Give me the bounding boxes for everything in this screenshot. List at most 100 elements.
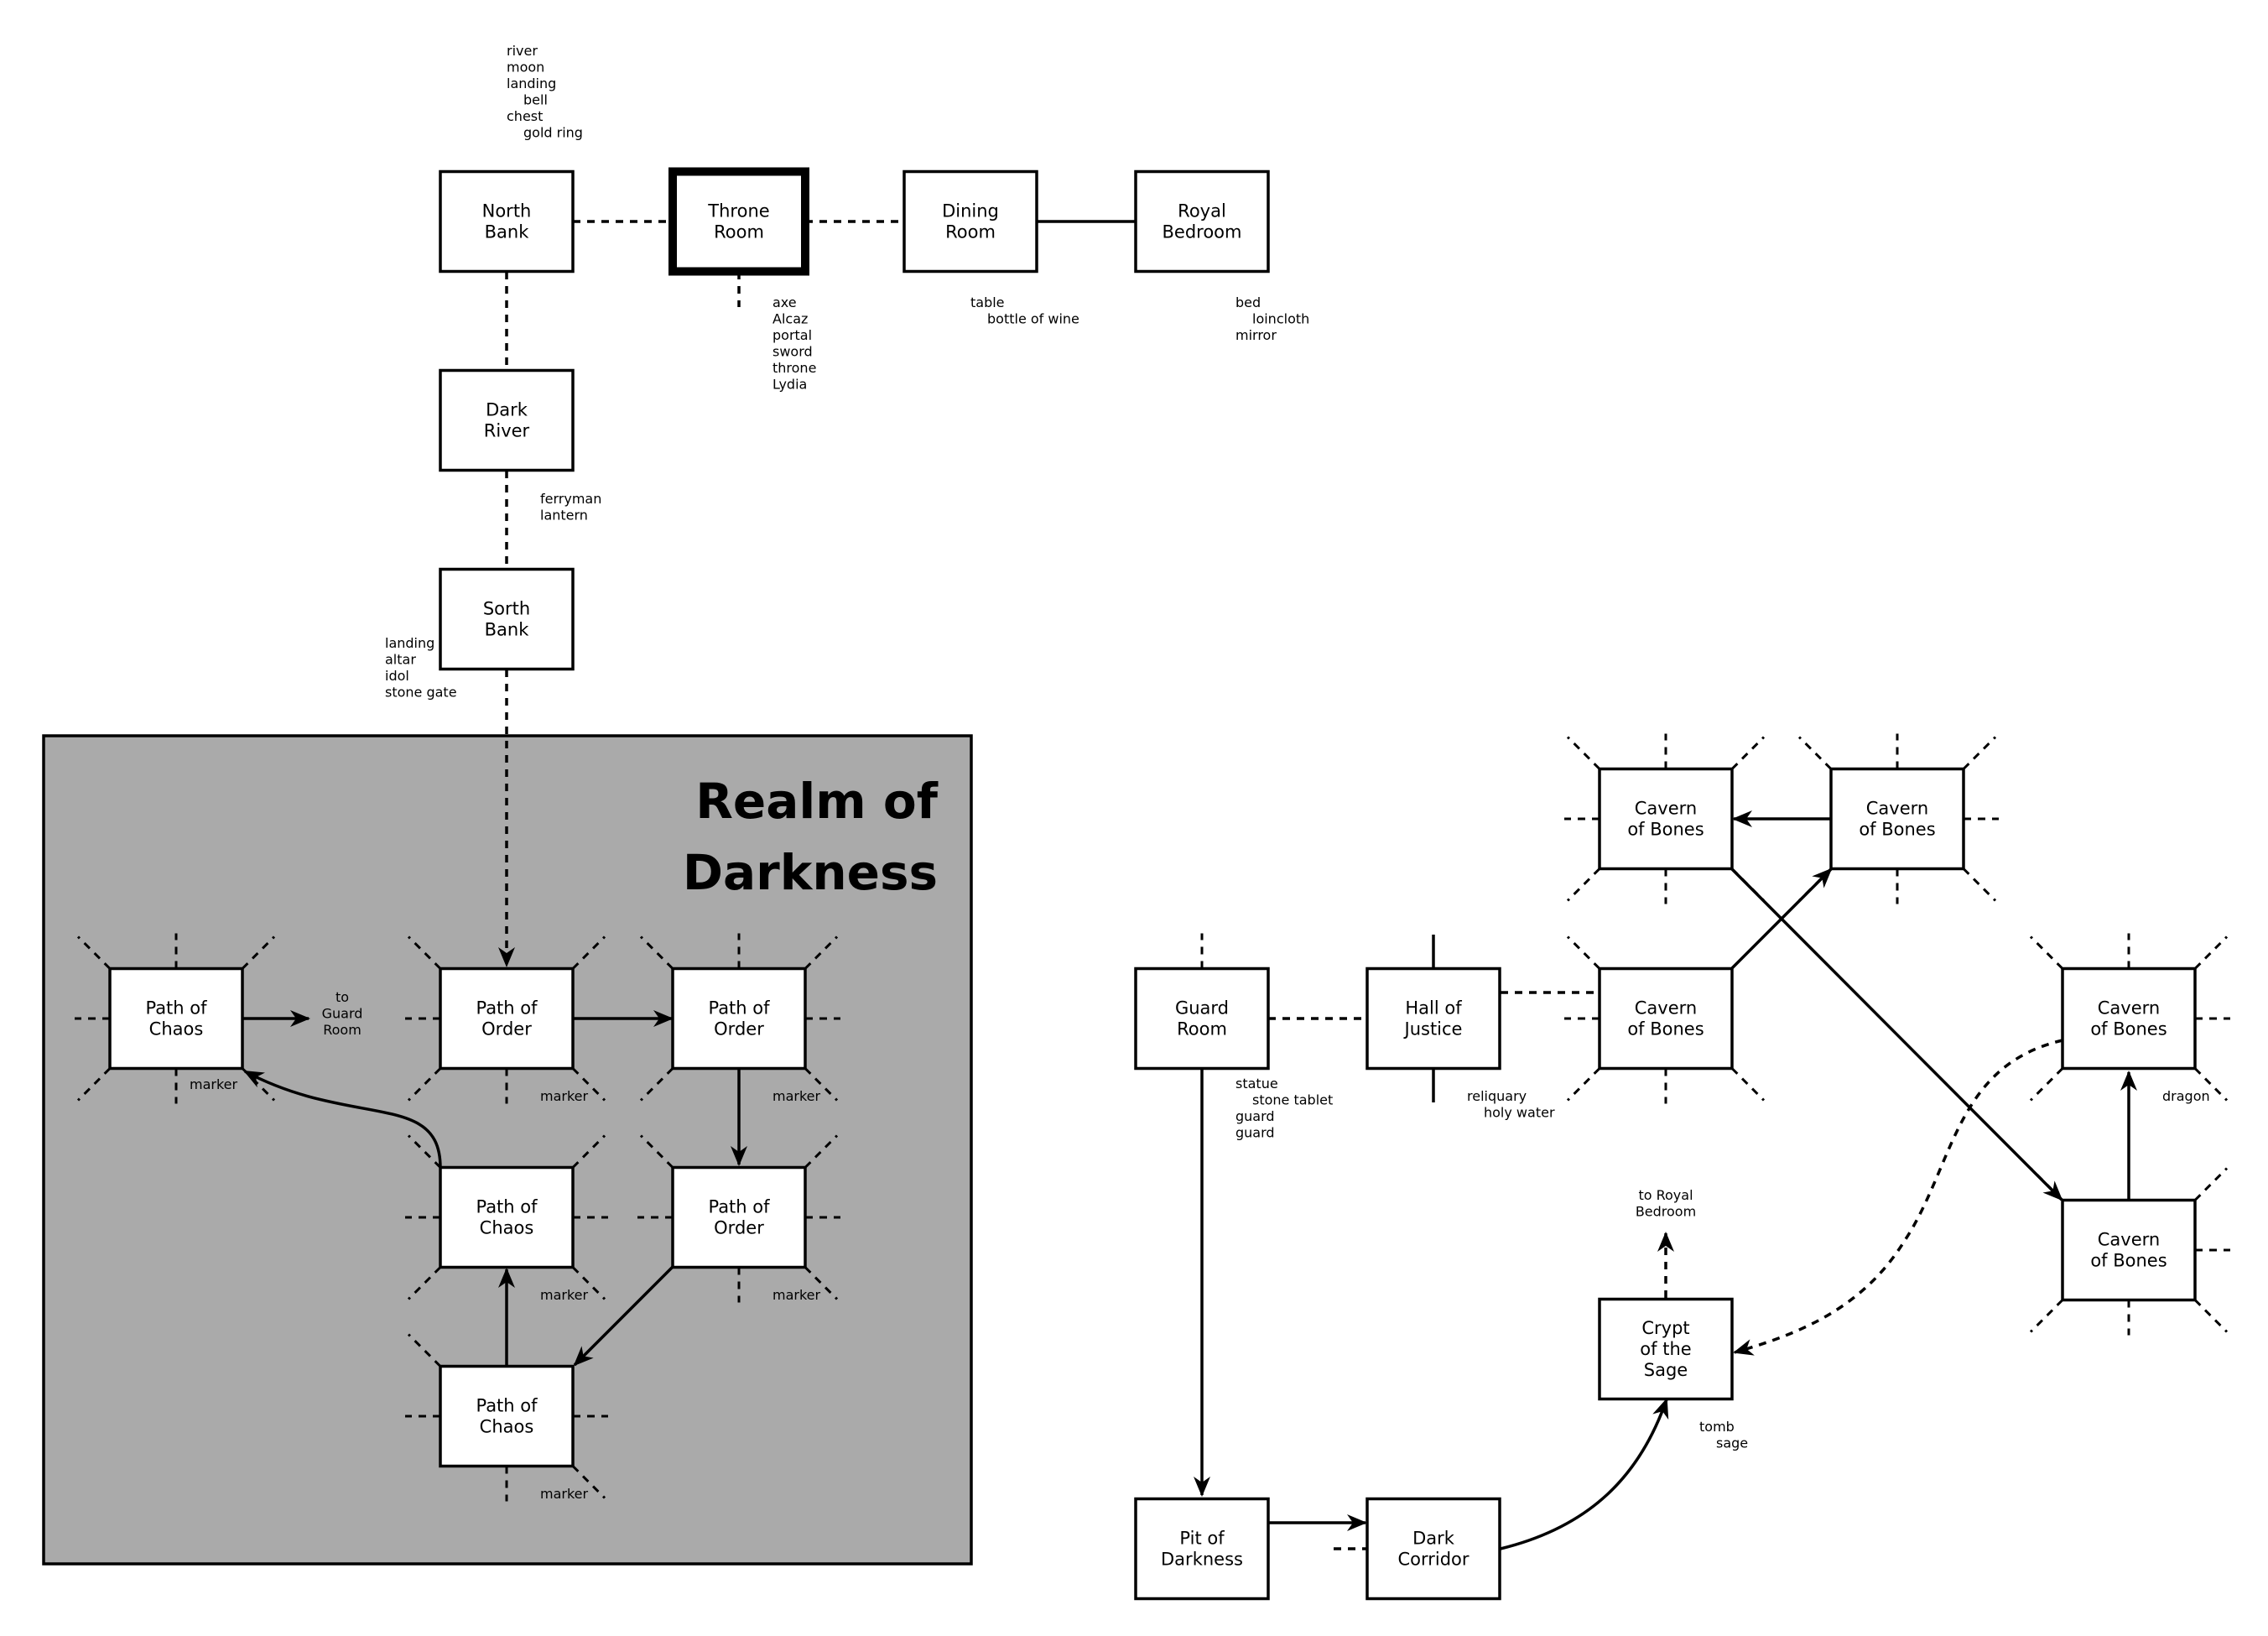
room-box [1598,767,1734,871]
edge-cavernd-crypt [1733,1039,2063,1356]
room-box [439,1165,575,1269]
exit-stub-cavern_e-ne [2193,1167,2229,1201]
room-label-line: Royal [1178,201,1226,221]
item-chaos-1: marker [190,1076,238,1092]
room-label-line: Throne [707,201,769,221]
room-label-line: Dark [1412,1529,1455,1549]
exit-stub-chaos_1-ne [241,935,276,970]
room-label-line: Path of [708,1197,770,1217]
room-label-line: Cavern [1635,799,1697,819]
item-hall-of-justice: reliquary [1467,1088,1527,1104]
room-box [1134,169,1270,274]
exit-label-to-guard-room: Room [323,1022,362,1038]
item-north-bank: moon [507,60,544,76]
exit-stub-chaos_2-sw [407,1266,442,1300]
exit-stub-chaos_2-se [571,1266,606,1300]
exit-stub-cavern_c-sw [1566,1067,1601,1102]
exit-stub-chaos_2-ne [571,1134,606,1169]
exit-stub-order_1-ne [571,935,606,970]
item-royal-bedroom: loincloth [1252,311,1309,327]
room-label-line: Bedroom [1163,222,1242,242]
room-box [2061,1198,2197,1302]
room-label-line: Pit of [1179,1529,1225,1549]
room-label-line: of Bones [2090,1019,2167,1039]
exit-stub-cavern_b-se [1962,867,1997,902]
room-label-line: Sorth [483,599,530,619]
room-label-line: Chaos [149,1019,204,1039]
exit-stub-cavern_d-sw [2029,1067,2064,1102]
exit-stub-cavern_d-ne [2193,935,2229,970]
item-sorth-bank: landing [385,635,434,651]
item-sorth-bank: stone gate [385,685,457,701]
room-label-line: Cavern [2098,998,2160,1019]
item-guard-room: guard [1235,1108,1275,1124]
room-label-line: Bank [485,620,530,640]
room-label-line: Room [945,222,996,242]
exit-stub-order_1-se [571,1067,606,1102]
edge-chaos2-chaos1 [243,1070,442,1169]
exit-label-to-guard-room: to [336,989,349,1005]
room-label-line: Dining [942,201,999,221]
room-label-line: Path of [476,998,538,1019]
room-box [108,966,244,1071]
room-box [439,1364,575,1468]
exit-stub-chaos_3-nw [407,1333,442,1368]
item-cavern-e: dragon [2162,1088,2210,1104]
room-box [671,966,807,1071]
exit-stub-cavern_e-se [2193,1299,2229,1333]
room-label-line: Justice [1403,1019,1463,1039]
region-title-line1: Realm of [695,773,938,830]
room-label-line: Room [1177,1019,1227,1039]
room-label-line: Bank [485,222,530,242]
room-label-line: Crypt [1641,1318,1689,1338]
room-label-line: Order [481,1019,532,1039]
room-box [1365,966,1501,1071]
room-box [1598,966,1734,1071]
edge-corridor-crypt [1500,1398,1669,1550]
exit-stub-cavern_b-ne [1962,736,1997,770]
exit-stub-cavern_c-nw [1566,935,1601,970]
connections [242,220,2137,1550]
item-dining-room: bottle of wine [987,311,1079,327]
item-order-3: marker [772,1287,821,1303]
exit-stub-cavern_d-nw [2029,935,2064,970]
exit-stub-chaos_2-nw [407,1134,442,1169]
region-title-line2: Darkness [683,844,938,901]
item-chaos-2: marker [540,1287,589,1303]
room-box [1598,1297,1734,1401]
item-guard-room: stone tablet [1252,1092,1333,1108]
room-box [671,1165,807,1269]
room-box [1365,1497,1501,1601]
exit-label-to-guard-room: Guard [322,1006,363,1022]
item-north-bank: landing [507,76,556,91]
exit-stub-cavern_a-se [1730,867,1766,902]
item-throne-room: axe [772,294,797,310]
room-box [439,567,575,671]
room-label-line: Darkness [1161,1550,1243,1570]
exit-stub-cavern_b-nw [1797,736,1833,770]
exit-stub-order_2-nw [639,935,674,970]
